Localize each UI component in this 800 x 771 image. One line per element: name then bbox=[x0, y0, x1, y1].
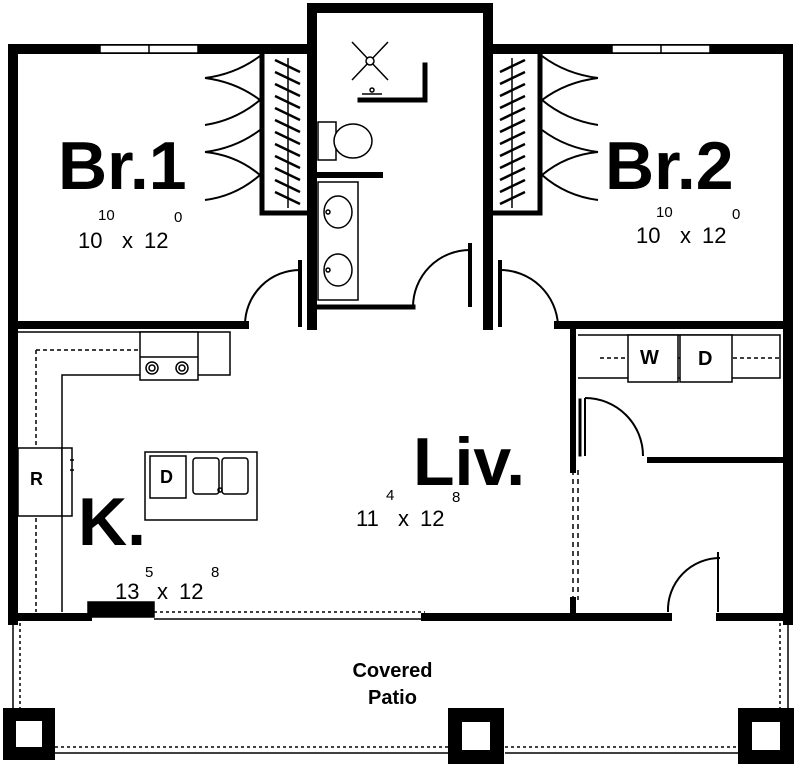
dim-a: 13 bbox=[115, 579, 140, 604]
room-dims-br2: 10 10 x 12 0 bbox=[636, 205, 776, 250]
dim-x: x bbox=[398, 506, 409, 531]
walls bbox=[8, 3, 793, 625]
patio-label-line2: Patio bbox=[368, 687, 417, 709]
dim-a: 10 bbox=[78, 228, 103, 253]
dryer-label: D bbox=[698, 348, 713, 370]
dim-a-sup: 4 bbox=[386, 487, 395, 504]
room-name-kitchen: K. bbox=[78, 484, 146, 560]
patio-label: Covered Patio bbox=[315, 658, 470, 712]
dim-a: 11 bbox=[356, 506, 379, 531]
dim-b-sup: 0 bbox=[732, 206, 741, 223]
covered-patio bbox=[12, 623, 789, 754]
dim-x: x bbox=[122, 228, 133, 253]
laundry bbox=[578, 334, 781, 383]
dim-a-sup: 10 bbox=[98, 207, 115, 224]
dim-b: 12 bbox=[420, 506, 445, 531]
door-swings bbox=[204, 55, 721, 613]
dim-b: 12 bbox=[144, 228, 169, 253]
patio-label-line1: Covered bbox=[352, 660, 433, 682]
bathroom-fixtures bbox=[317, 41, 389, 301]
kitchen-counters bbox=[17, 331, 579, 620]
dim-b: 12 bbox=[702, 223, 727, 248]
dim-a-sup: 5 bbox=[145, 564, 154, 581]
dim-b-sup: 8 bbox=[452, 489, 461, 506]
dim-x: x bbox=[680, 223, 691, 248]
room-dims-br1: 10 10 x 12 0 bbox=[78, 208, 218, 253]
patio-posts bbox=[3, 708, 794, 764]
dim-b: 12 bbox=[179, 579, 204, 604]
room-dims-kitchen: 13 5 x 12 8 bbox=[115, 565, 255, 610]
dim-b-sup: 8 bbox=[211, 564, 220, 581]
room-name-br1: Br.1 bbox=[58, 128, 187, 204]
dishwasher-label: D bbox=[160, 467, 173, 487]
dim-x: x bbox=[157, 579, 168, 604]
closet-rods bbox=[274, 58, 526, 208]
washer-label: W bbox=[640, 347, 659, 369]
dim-b-sup: 0 bbox=[174, 209, 183, 226]
dim-a: 10 bbox=[636, 223, 661, 248]
refrigerator-label: R bbox=[30, 469, 43, 489]
dim-a-sup: 10 bbox=[656, 204, 673, 221]
windows bbox=[99, 44, 711, 54]
room-name-liv: Liv. bbox=[413, 424, 526, 500]
room-dims-liv: 11 4 x 12 8 bbox=[356, 488, 496, 533]
room-name-br2: Br.2 bbox=[605, 128, 734, 204]
